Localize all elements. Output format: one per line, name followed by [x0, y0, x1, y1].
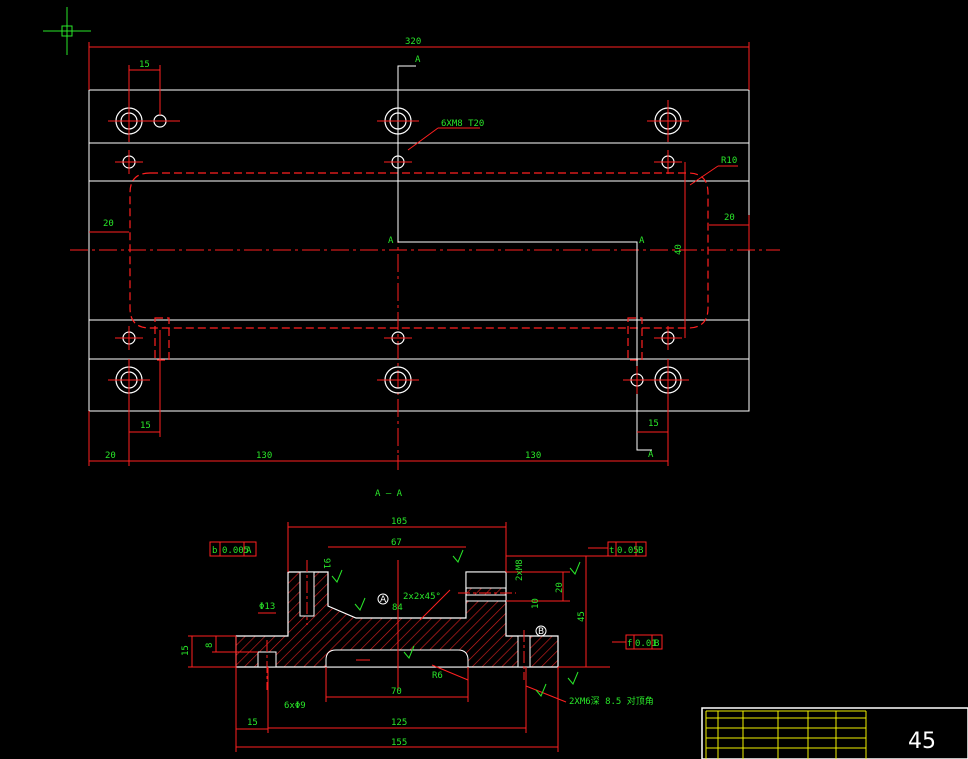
section-title: A — A — [375, 489, 403, 499]
surface-finish-icon — [331, 549, 581, 697]
dim-130-left: 130 — [256, 451, 272, 461]
dim-45: 45 — [577, 611, 587, 622]
dim-height-40: 40 — [674, 244, 684, 255]
hole-callout: 6XM8 T20 — [441, 119, 484, 129]
dim-155: 155 — [391, 738, 407, 748]
svg-text:A: A — [246, 546, 252, 556]
hidden-pocket — [129, 172, 709, 361]
dim-right-margin: 20 — [724, 213, 735, 223]
svg-text:t: t — [609, 546, 614, 556]
svg-text:A: A — [380, 595, 387, 605]
dim-r6: R6 — [432, 671, 443, 681]
dim-70: 70 — [391, 687, 402, 697]
tolerance-frame-parallel: b 0.005 A — [209, 541, 257, 557]
section-centerlines — [266, 560, 525, 690]
dim-130-right: 130 — [525, 451, 541, 461]
svg-text:f: f — [627, 639, 632, 649]
section-mark-mid-right: A — [639, 236, 645, 246]
plan-view: 320 15 20 20 40 15 15 20 130 130 6XM8 T2… — [70, 37, 780, 470]
dim-84: 84 — [392, 603, 403, 613]
crosshair-cursor-icon — [43, 7, 91, 55]
svg-text:B: B — [638, 546, 643, 556]
radius-label: R10 — [721, 156, 737, 166]
dim-91: 91 — [321, 558, 331, 569]
tolerance-frame-perp-1: t 0.05 B — [607, 541, 647, 557]
dim-15-bottom: 15 — [247, 718, 258, 728]
svg-text:0.01: 0.01 — [635, 639, 657, 649]
dimension-lines — [88, 42, 750, 466]
section-line — [397, 65, 652, 451]
datum-a-icon: A — [377, 593, 389, 605]
title-block: 45 — [701, 707, 968, 759]
section-mark-bottom: A — [648, 450, 654, 460]
dim-bottom-15-right: 15 — [648, 419, 659, 429]
section-view: A — A — [181, 489, 663, 752]
svg-text:b: b — [212, 546, 217, 556]
svg-text:0.005: 0.005 — [222, 546, 249, 556]
material-label: 45 — [908, 729, 936, 754]
svg-text:B: B — [538, 627, 544, 637]
dim-15-left: 15 — [181, 645, 191, 656]
tap-note: 2XM6深 8.5 对顶角 — [569, 695, 654, 707]
section-dimensions — [188, 522, 626, 752]
dim-bottom-20: 20 — [105, 451, 116, 461]
tap-callout: 2xM8 — [515, 559, 525, 581]
svg-text:B: B — [654, 639, 659, 649]
dim-phi13: Φ13 — [259, 602, 275, 612]
dim-105: 105 — [391, 517, 407, 527]
hole-centermarks — [108, 100, 689, 401]
section-mark-mid-left: A — [388, 236, 394, 246]
dim-67: 67 — [391, 538, 402, 548]
datum-b-icon: B — [535, 625, 547, 637]
tolerance-frame-perp-2: f 0.01 B — [625, 634, 663, 650]
dim-6xphi9: 6xΦ9 — [284, 701, 306, 711]
dim-20: 20 — [555, 582, 565, 593]
bottom-slot — [325, 649, 469, 668]
section-mark-top: A — [415, 55, 421, 65]
dim-125: 125 — [391, 718, 407, 728]
svg-text:0.05: 0.05 — [617, 546, 639, 556]
dim-hole-offset: 15 — [139, 60, 150, 70]
chamfer-label: 2x2x45° — [403, 592, 441, 602]
dim-bottom-15-left: 15 — [140, 421, 151, 431]
dim-10: 10 — [531, 598, 541, 609]
dim-left-margin: 20 — [103, 219, 114, 229]
dim-8: 8 — [205, 643, 215, 648]
dim-overall-length: 320 — [405, 37, 421, 47]
